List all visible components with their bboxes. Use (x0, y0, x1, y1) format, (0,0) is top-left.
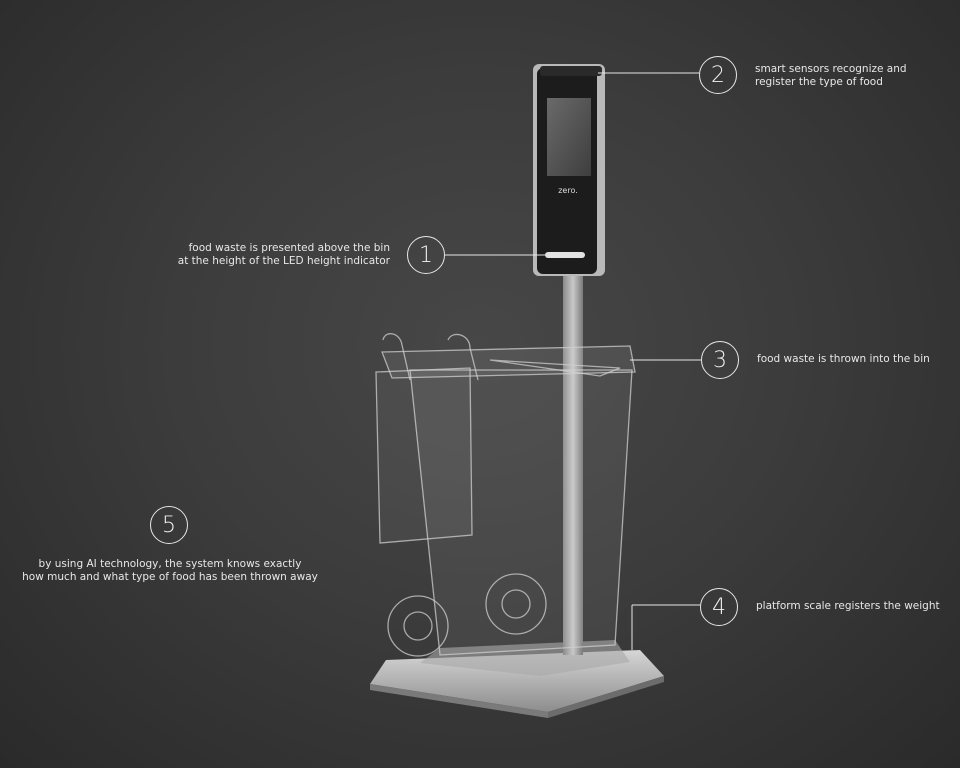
waste-bin (375, 333, 636, 657)
callout-number-5: 5 (150, 506, 188, 544)
callout-number-3: 3 (701, 341, 739, 379)
callout-text-1: food waste is presented above the bin at… (177, 242, 390, 267)
pole (563, 270, 583, 655)
platform-scale (370, 640, 664, 718)
callout-number-4: 4 (700, 588, 738, 626)
display-screen (547, 98, 591, 176)
callout-text-2: smart sensors recognize and register the… (755, 63, 907, 88)
callout-number-2: 2 (699, 56, 737, 94)
callout-number-1: 1 (407, 236, 445, 274)
brand-logo: zero. (558, 186, 578, 195)
callout-text-5: by using AI technology, the system knows… (22, 558, 318, 583)
led-height-indicator (545, 252, 585, 258)
callout-text-4: platform scale registers the weight (756, 600, 940, 612)
callout-text-3: food waste is thrown into the bin (757, 353, 930, 365)
sensor-device (533, 64, 605, 276)
leader-lines (445, 72, 701, 650)
